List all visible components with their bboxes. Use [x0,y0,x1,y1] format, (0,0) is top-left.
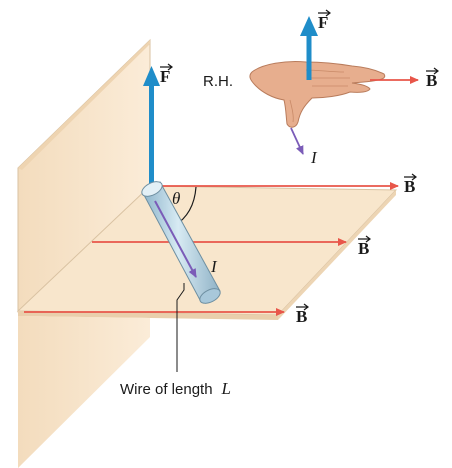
wire-caption: Wire of length L [120,379,231,398]
label-field-1: B [404,173,417,196]
current-arrow-hand [290,127,304,155]
label-field-hand: B [426,67,439,90]
horizontal-plane-front-edge [18,311,278,320]
svg-text:F: F [160,67,170,86]
label-field-3: B [296,303,309,326]
vertical-plane-lower-main [18,316,150,468]
caption-leader-line [176,283,185,372]
svg-text:B: B [404,177,415,196]
label-force-main: F [160,63,173,86]
label-current-hand: I [310,148,318,167]
label-right-hand: R.H. [203,73,233,90]
force-arrow-hand-head [300,16,318,36]
svg-text:B: B [426,71,437,90]
label-angle: θ [172,189,180,208]
horizontal-plane-side-edge [278,190,396,320]
label-field-2: B [358,235,371,258]
force-arrow-head [143,66,160,86]
current-arrow-wire [154,200,197,278]
label-force-hand: F [318,9,331,32]
right-hand-illustration [249,61,386,128]
force-arrow-shaft [149,84,154,186]
svg-text:F: F [318,13,328,32]
svg-text:B: B [358,239,369,258]
vertical-plane-edge [18,40,150,170]
force-arrow-hand-shaft [306,34,312,80]
hand-icon [249,61,386,128]
wire [141,181,221,304]
label-current-wire: I [210,257,218,276]
svg-text:B: B [296,307,307,326]
